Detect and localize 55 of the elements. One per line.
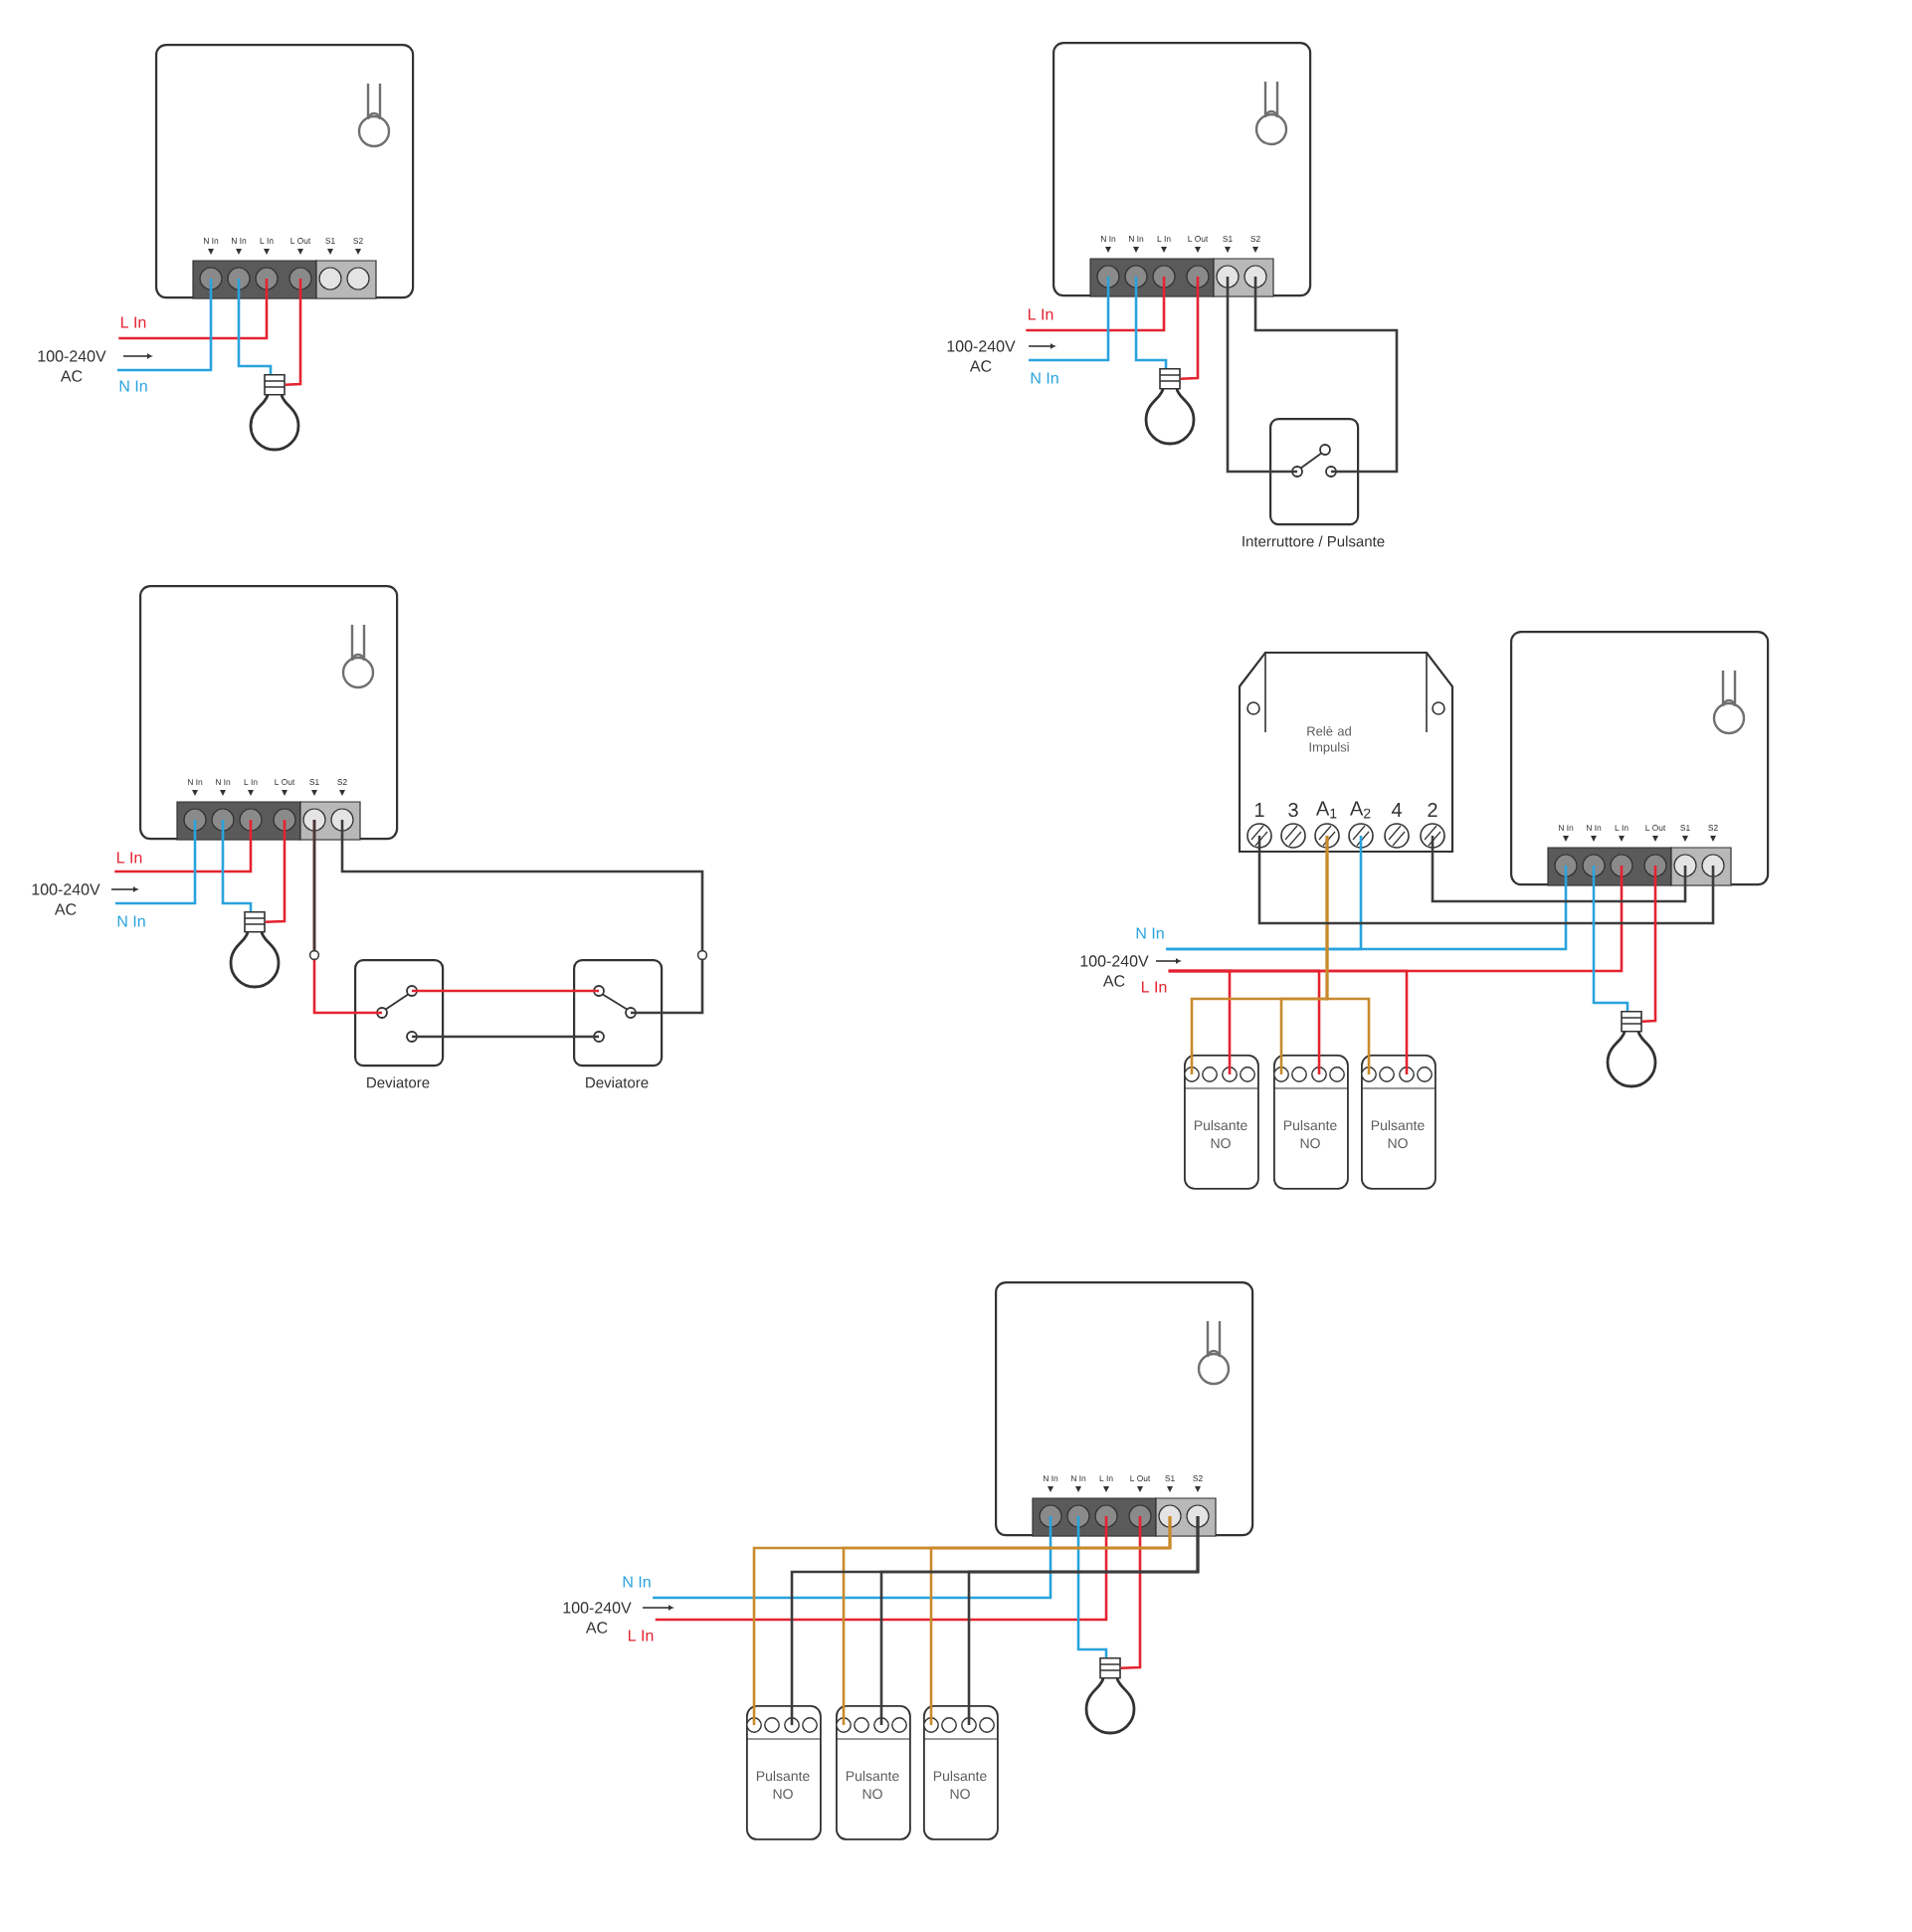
wire <box>1641 866 1657 1024</box>
wire <box>1325 836 1371 1074</box>
wire-label: L In <box>629 1630 654 1642</box>
wire <box>1028 277 1110 362</box>
terminal-number: 4 <box>1391 803 1402 817</box>
bulb-drawing <box>1144 368 1196 446</box>
wire-label: L In <box>117 852 142 864</box>
voltage-label: 100-240V AC <box>947 340 1016 372</box>
wire <box>118 279 269 340</box>
wire <box>653 1516 1052 1600</box>
wire <box>114 820 253 873</box>
wire <box>116 279 213 372</box>
wire-label: L In <box>120 316 146 328</box>
terminal-number: 2 <box>1428 803 1437 817</box>
wire <box>265 820 287 924</box>
wire <box>1134 277 1168 368</box>
bulb-drawing <box>1084 1657 1136 1735</box>
wire <box>221 820 253 911</box>
wire <box>1166 836 1363 951</box>
voltage-label: 100-240V AC <box>563 1602 632 1634</box>
terminal-number: A$_{1}$ <box>1316 801 1337 819</box>
voltage-label: 100-240V AC <box>32 883 100 915</box>
terminal-number: 1 <box>1255 803 1264 817</box>
wire <box>1026 277 1166 332</box>
bulb-drawing <box>1606 1011 1657 1088</box>
wire-label: N In <box>623 1576 651 1588</box>
wire <box>1253 277 1399 474</box>
bulb-drawing <box>229 911 281 989</box>
terminal-number: 3 <box>1288 802 1298 818</box>
wire <box>1076 1516 1108 1657</box>
wire <box>412 1035 599 1039</box>
wire <box>967 1516 1200 1725</box>
wire-label: N In <box>1031 372 1058 384</box>
terminal-number: A$_{2}$ <box>1350 801 1371 819</box>
voltage-label: 100-240V AC <box>38 350 106 382</box>
wire <box>412 989 599 993</box>
wire <box>1431 836 1687 903</box>
wire <box>1257 836 1715 925</box>
wire <box>285 279 302 387</box>
wire-label: N In <box>1136 927 1164 939</box>
wire <box>1592 866 1629 1011</box>
wire <box>340 820 704 1015</box>
wire <box>237 279 273 374</box>
wire-label: L In <box>1142 981 1167 993</box>
wire-label: L In <box>1029 308 1053 320</box>
bulb-drawing <box>249 374 300 452</box>
wire <box>1168 969 1409 1074</box>
wire <box>1180 277 1200 381</box>
wire-label: N In <box>119 380 147 392</box>
wire <box>929 1516 1172 1725</box>
wire-label: N In <box>117 915 145 927</box>
wire <box>1226 277 1297 474</box>
wire <box>1120 1516 1142 1670</box>
wire <box>655 1516 1108 1622</box>
wire <box>114 820 197 905</box>
